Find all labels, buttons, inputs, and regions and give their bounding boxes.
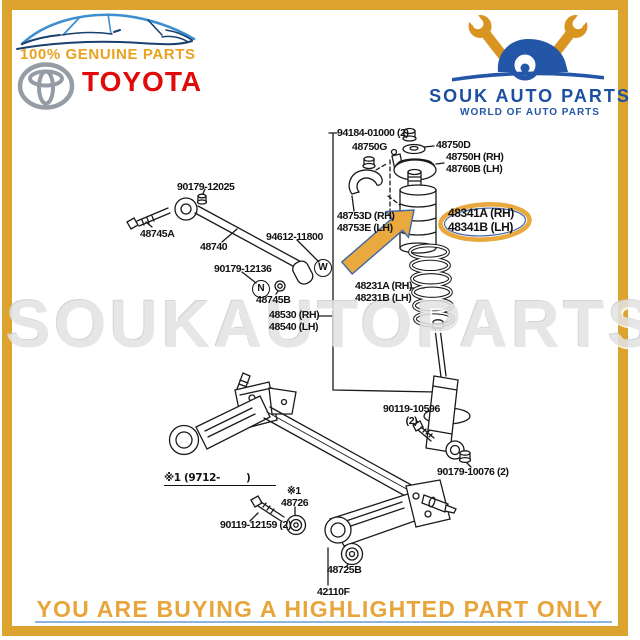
part-label-48750H-48760B: 48750H (RH)48760B (LH) [446, 151, 504, 175]
nut-symbol-icon: N [252, 280, 270, 298]
strut-upper-parts [348, 127, 437, 195]
swoosh [452, 71, 604, 82]
part-label-90179-10076: 90179-10076 (2) [437, 466, 509, 478]
part-label-94184-01000: 94184-01000 (2) [337, 127, 409, 139]
car-sketch [16, 13, 196, 50]
part-label-48231: 48231A (RH)48231B (LH) [355, 280, 413, 304]
part-label-48530-48540: 48530 (RH)48540 (LH) [269, 309, 320, 333]
buying-notice-text: YOU ARE BUYING A HIGHLIGHTED PART ONLY [36, 596, 604, 622]
highlight-arrow-icon [340, 209, 415, 275]
gold-frame [2, 0, 628, 636]
notice-underline [35, 621, 612, 623]
part-label-90179-12136: 90179-12136 [214, 263, 272, 275]
part-label-48753D-48753E: 48753D (RH)48753E (LH) [337, 210, 395, 234]
axle-beam-part [168, 372, 457, 566]
part-label-48725B: 48725B [327, 564, 362, 576]
toyota-wordmark: TOYOTA [82, 66, 203, 97]
part-label-94612-11800: 94612-11800 [266, 231, 323, 243]
part-label-48750G: 48750G [352, 141, 387, 153]
part-label-42110F: 42110F [317, 586, 350, 598]
part-label-48745A: 48745A [140, 228, 175, 240]
shop-tagline: WORLD OF AUTO PARTS [460, 107, 600, 118]
watermark-text: SOUKAUTOPARTS [6, 287, 640, 362]
part-label-90119-10596: 90119-10596(2) [383, 403, 440, 427]
part-label-48750D: 48750D [436, 139, 471, 151]
part-label-90119-12159: 90119-12159 (2) [220, 519, 292, 531]
note-9712: ※1 (9712- ) [164, 472, 277, 486]
souk-logo-icon [452, 10, 604, 82]
shop-name: SOUK AUTO PARTS [429, 86, 631, 106]
part-label-48341-highlighted: 48341A (RH)48341B (LH) [448, 206, 514, 234]
lateral-rod-part [126, 193, 314, 292]
toyota-logo-icon [17, 62, 75, 110]
coil-spring-part [408, 243, 455, 328]
genuine-parts-text: 100% GENUINE PARTS [20, 46, 196, 63]
dust-cover-part [399, 168, 437, 254]
part-label-90179-12025: 90179-12025 [177, 181, 235, 193]
highlight-ellipse [438, 202, 532, 242]
washer-symbol-icon: W [314, 259, 332, 277]
part-label-48740: 48740 [200, 241, 228, 253]
shock-absorber-part [412, 319, 472, 464]
